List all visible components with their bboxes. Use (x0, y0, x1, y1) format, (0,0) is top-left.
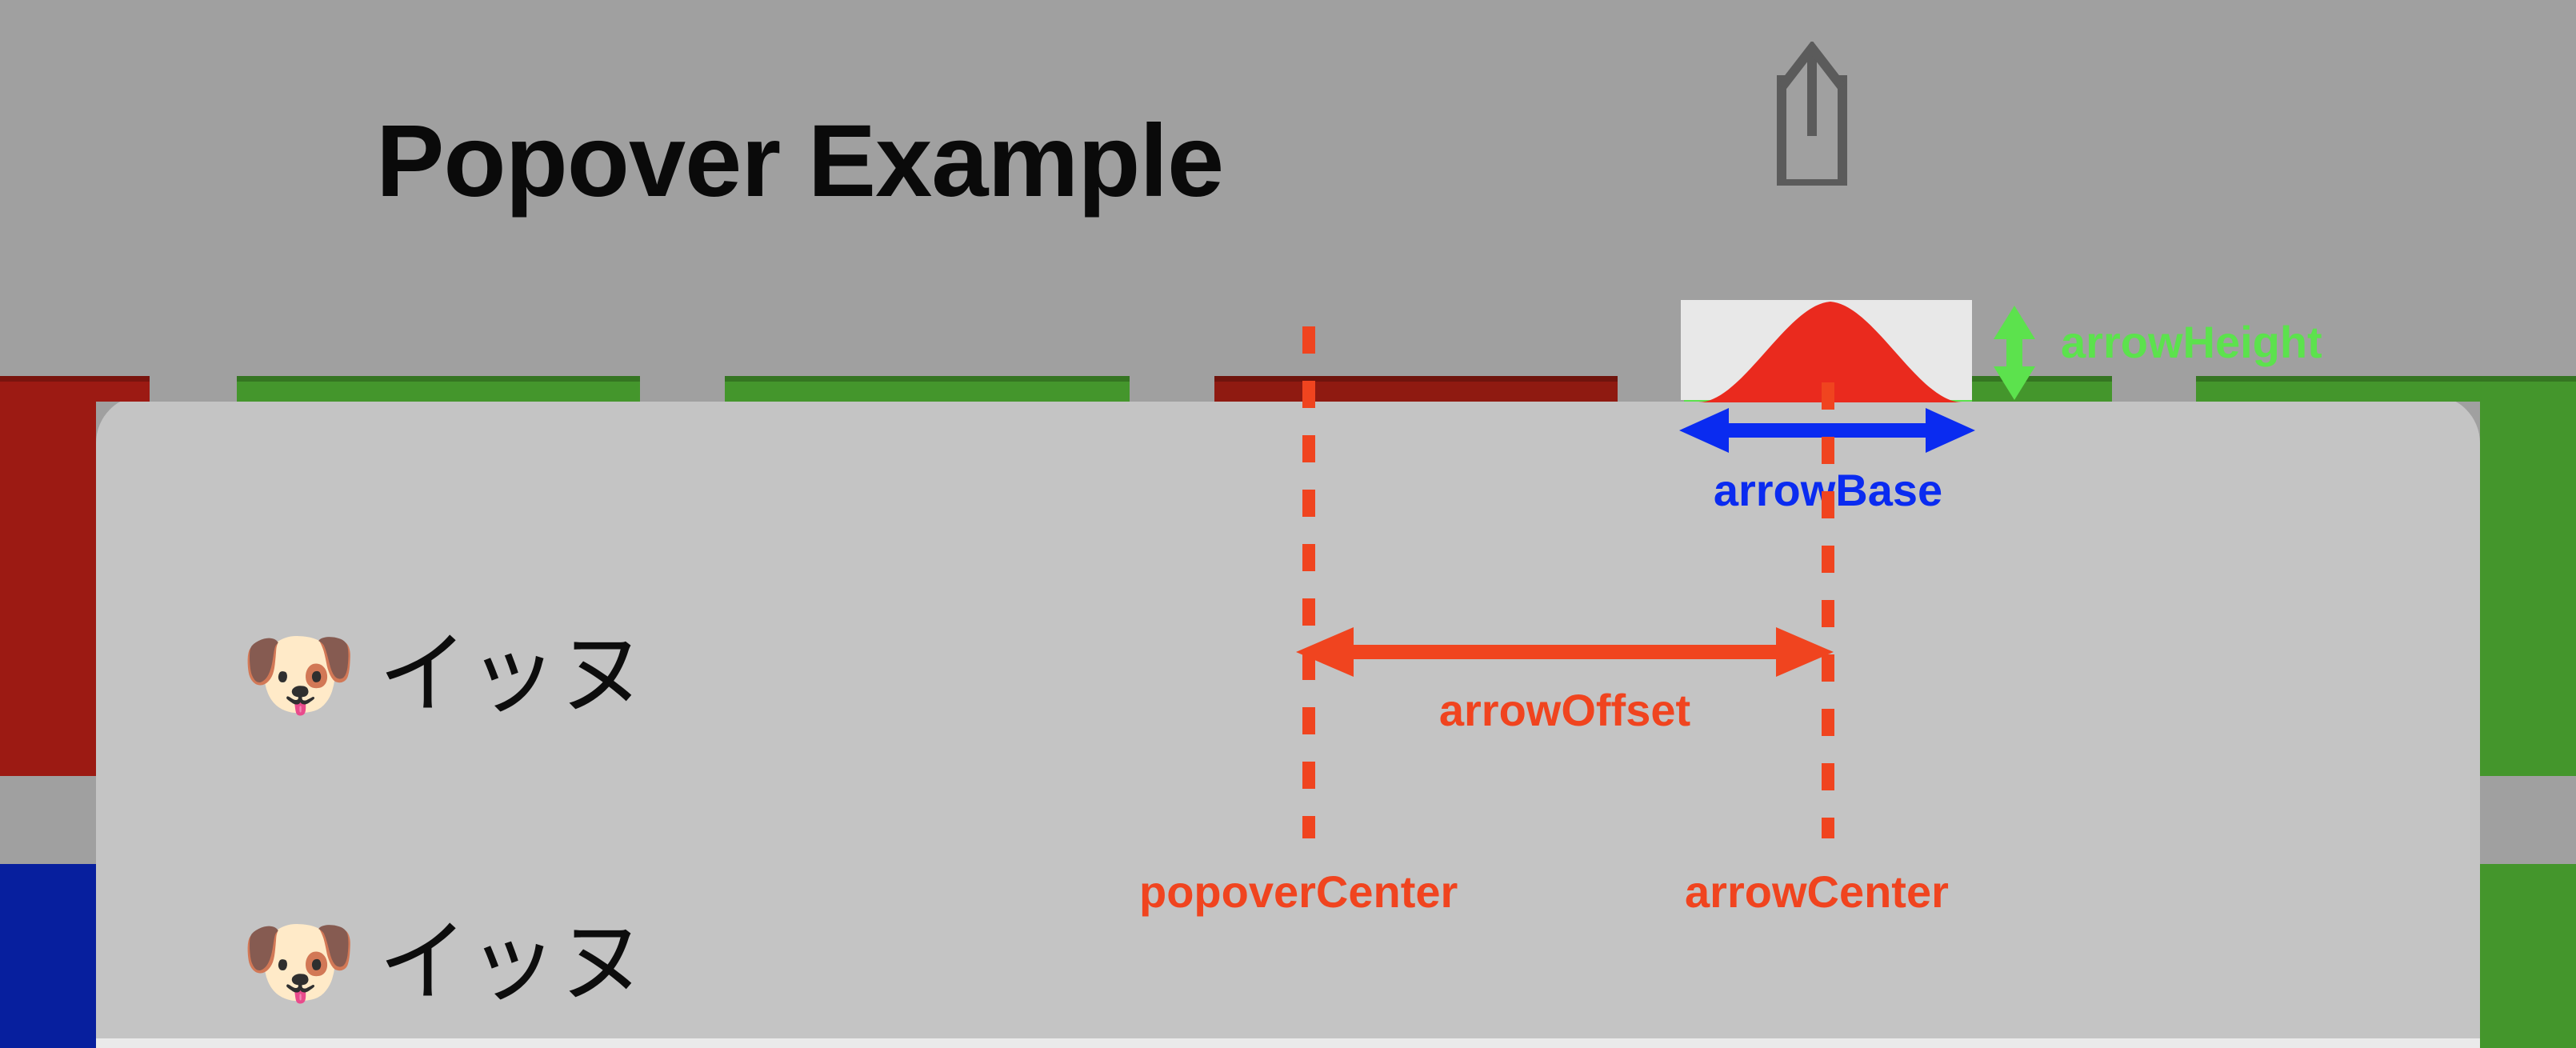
arrow-offset-measure-icon (1296, 624, 1834, 680)
stripe-segment-top-edge (725, 376, 1130, 382)
stripe-segment-top-edge (2196, 376, 2576, 382)
stripe-segment (1214, 376, 1618, 402)
stripe-segment-top-edge (0, 376, 150, 382)
edge-color-block (2480, 376, 2576, 776)
arrow-center-label: arrowCenter (1685, 866, 1949, 917)
arrow-center-guide-line-icon (1822, 382, 1834, 838)
page-bottom-edge (96, 1038, 2480, 1048)
list-item[interactable]: 🐶 イッヌ (240, 627, 647, 722)
stripe-segment (150, 376, 237, 402)
dog-face-icon: 🐶 (240, 910, 358, 1015)
arrow-height-label: arrowHeight (2061, 317, 2322, 367)
stripe-segment (2112, 376, 2196, 402)
dog-face-icon: 🐶 (240, 622, 358, 727)
stripe-segment (2196, 376, 2576, 402)
list-item[interactable]: 🐶 イッヌ (240, 915, 647, 1010)
stripe-measurement-bar (0, 376, 2576, 402)
edge-color-block (0, 376, 96, 776)
stripe-segment (640, 376, 725, 402)
stripe-segment (1618, 376, 1684, 402)
arrow-offset-label: arrowOffset (1438, 685, 1691, 735)
popover-arrow-shape (1698, 298, 1962, 402)
edge-color-block (0, 776, 96, 864)
stripe-segment (0, 376, 150, 402)
popover-center-label: popoverCenter (1139, 866, 1458, 917)
stripe-segment-top-edge (237, 376, 640, 382)
arrow-height-measure-icon (1992, 306, 2037, 400)
stripe-segment-top-edge (1214, 376, 1618, 382)
stripe-segment (725, 376, 1130, 402)
stripe-segment-top-edge (1972, 376, 2112, 382)
header-background (0, 0, 2576, 376)
stripe-segment (237, 376, 640, 402)
popover-center-guide-line-icon (1302, 326, 1315, 838)
edge-color-block (0, 864, 96, 1048)
popover-panel: 🐶 イッヌ 🐶 イッヌ (96, 395, 2480, 1048)
page-title: Popover Example (376, 104, 1224, 218)
stripe-segment (1972, 376, 2112, 402)
list-item-label: イッヌ (378, 912, 647, 1012)
stripe-segment (1130, 376, 1214, 402)
share-icon[interactable] (1732, 42, 1892, 186)
list-item-label: イッヌ (378, 624, 647, 724)
edge-color-block (2480, 864, 2576, 1048)
edge-color-block (2480, 776, 2576, 864)
